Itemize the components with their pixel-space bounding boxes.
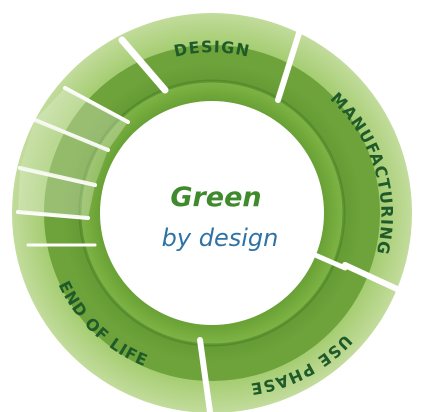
segment-dividers [16,27,413,412]
stage-label-design: DESIGN [172,37,252,60]
center-disc [100,101,324,325]
end-of-life-fragments [18,88,128,218]
center-subtitle: by design [162,224,279,252]
center-title: Green [170,182,261,213]
